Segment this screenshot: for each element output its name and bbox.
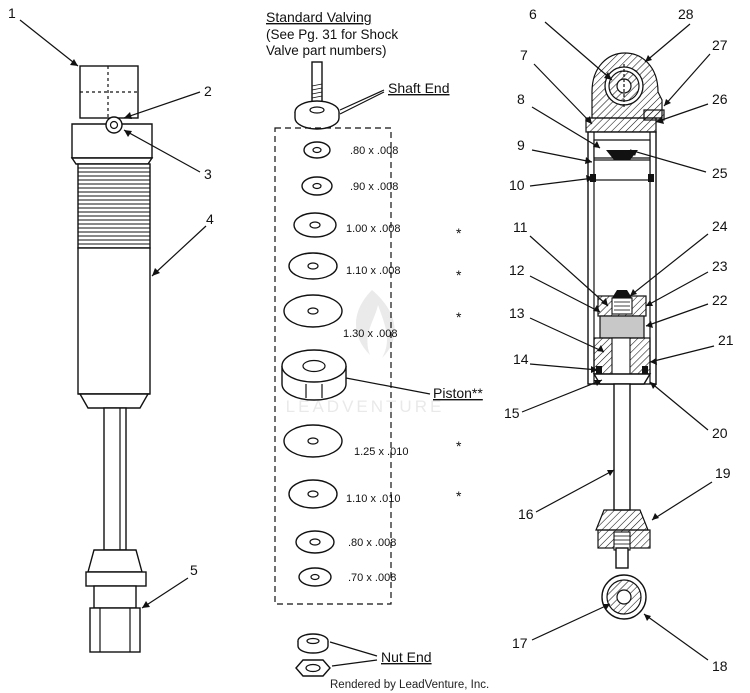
credit-text: Rendered by LeadVenture, Inc. (330, 679, 489, 691)
valving-title: Standard Valving (266, 9, 372, 25)
nut-end-label: Nut End (381, 649, 432, 665)
callout-18: 18 (712, 658, 728, 674)
watermark: LEADVENTURE (286, 290, 445, 416)
shim-9: .70 x .008 (298, 567, 396, 587)
shim-9-size: .70 x .008 (348, 572, 396, 584)
left-shock-external (70, 65, 154, 653)
callout-20: 20 (712, 425, 728, 441)
callout-21: 21 (718, 332, 734, 348)
right-shock-cutaway (585, 52, 665, 620)
watermark-text: LEADVENTURE (286, 397, 445, 416)
callout-3: 3 (204, 166, 212, 182)
callout-24: 24 (712, 218, 728, 234)
shim-5-size: 1.30 x .008 (343, 328, 397, 340)
callout-9: 9 (517, 137, 525, 153)
valving-note-2: Valve part numbers) (266, 43, 387, 58)
shim-8: .80 x .008 (295, 530, 396, 554)
callout-17: 17 (512, 635, 528, 651)
nut-end: Nut End (295, 633, 432, 677)
bumper (87, 549, 143, 573)
left-callouts: 1 2 3 4 5 (8, 5, 214, 609)
shim-3: 1.00 x .008 * (293, 212, 462, 241)
callout-11: 11 (513, 219, 528, 235)
callout-27: 27 (712, 37, 728, 53)
shim-6: 1.25 x .010 * (283, 424, 462, 458)
right-callouts: 6 28 7 27 8 26 9 25 10 11 24 12 23 22 13… (504, 6, 734, 674)
callout-7: 7 (520, 47, 528, 63)
shim-4-star: * (456, 267, 462, 283)
lower-eye-bushing (89, 607, 141, 653)
shim-7: 1.10 x .010 * (288, 479, 462, 509)
shaft-end: Shaft End (294, 61, 450, 130)
shim-5-star: * (456, 309, 462, 325)
valving-note-1: (See Pg. 31 for Shock (266, 27, 398, 42)
shim-2: .90 x .008 (301, 176, 398, 196)
piston-label: Piston** (433, 385, 483, 401)
shim-5: 1.30 x .008 * (283, 294, 462, 340)
shim-6-size: 1.25 x .010 (354, 446, 408, 458)
callout-6: 6 (529, 6, 537, 22)
shim-7-star: * (456, 488, 462, 504)
valve-nut (105, 116, 123, 134)
shim-1: .80 x .008 (303, 141, 398, 159)
shim-3-star: * (456, 225, 462, 241)
piston: Piston** (281, 349, 483, 401)
shim-2-size: .90 x .008 (350, 181, 398, 193)
callout-15: 15 (504, 405, 520, 421)
valving-header: Standard Valving (See Pg. 31 for Shock V… (266, 9, 398, 58)
callout-16: 16 (518, 506, 534, 522)
callout-19: 19 (715, 465, 731, 481)
shim-4-size: 1.10 x .008 (346, 265, 400, 277)
callout-8: 8 (517, 91, 525, 107)
cutaway-shaft (613, 383, 631, 511)
callout-26: 26 (712, 91, 728, 107)
shim-3-size: 1.00 x .008 (346, 223, 400, 235)
shim-4: 1.10 x .008 * (288, 252, 462, 283)
shaft-end-label: Shaft End (388, 80, 450, 96)
shim-7-size: 1.10 x .010 (346, 493, 400, 505)
callout-13: 13 (509, 305, 525, 321)
shim-8-size: .80 x .008 (348, 537, 396, 549)
shim-1-size: .80 x .008 (350, 145, 398, 157)
callout-28: 28 (678, 6, 694, 22)
callout-2: 2 (204, 83, 212, 99)
callout-14: 14 (513, 351, 529, 367)
shim-stack: .80 x .008 .90 x .008 1.00 x .008 * 1.10… (281, 141, 483, 587)
callout-5: 5 (190, 562, 198, 578)
callout-4: 4 (206, 211, 214, 227)
shim-6-star: * (456, 438, 462, 454)
shock-body (77, 247, 151, 395)
callout-25: 25 (712, 165, 728, 181)
callout-10: 10 (509, 177, 525, 193)
shaft (103, 407, 127, 551)
valving-box (274, 127, 392, 605)
callout-12: 12 (509, 262, 525, 278)
callout-23: 23 (712, 258, 728, 274)
threaded-body (77, 163, 151, 249)
callout-1: 1 (8, 5, 16, 21)
callout-22: 22 (712, 292, 728, 308)
